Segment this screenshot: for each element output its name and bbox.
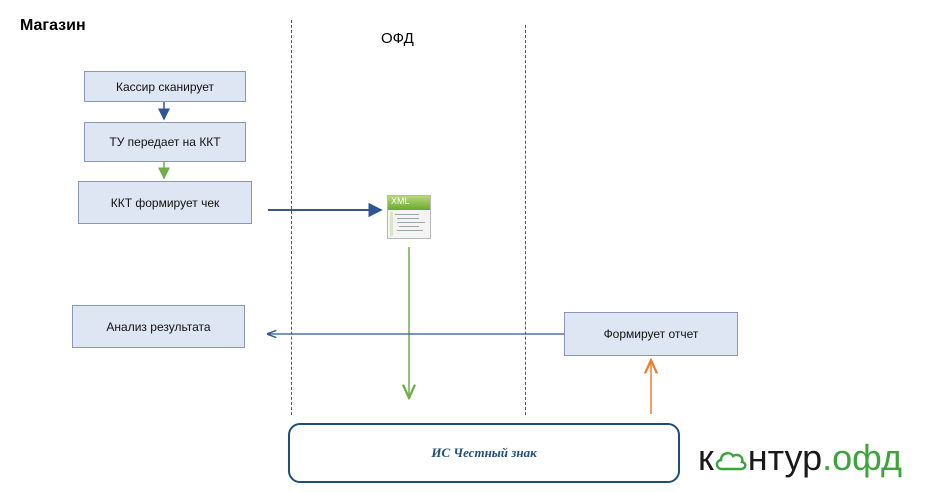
ofd-title: ОФД bbox=[381, 30, 414, 47]
logo-part3: .офд bbox=[822, 437, 902, 478]
is-chestny-znak-box: ИС Честный знак bbox=[288, 423, 680, 483]
divider-right bbox=[525, 25, 526, 415]
xml-file-icon: XML bbox=[387, 195, 432, 240]
cloud-icon bbox=[714, 440, 748, 471]
tu-box: ТУ передает на ККТ bbox=[84, 122, 246, 162]
kontur-ofd-logo: к нтур.офд bbox=[698, 437, 902, 479]
divider-left bbox=[291, 20, 292, 415]
cashier-box: Кассир сканирует bbox=[84, 71, 246, 102]
xml-icon-label: XML bbox=[391, 196, 410, 206]
report-box: Формирует отчет bbox=[564, 312, 738, 356]
analysis-box: Анализ результата bbox=[72, 305, 245, 348]
kkt-box: ККТ формирует чек bbox=[78, 181, 252, 224]
logo-part2: нтур bbox=[747, 437, 823, 478]
store-title: Магазин bbox=[20, 17, 86, 34]
logo-part1: к bbox=[698, 437, 714, 478]
